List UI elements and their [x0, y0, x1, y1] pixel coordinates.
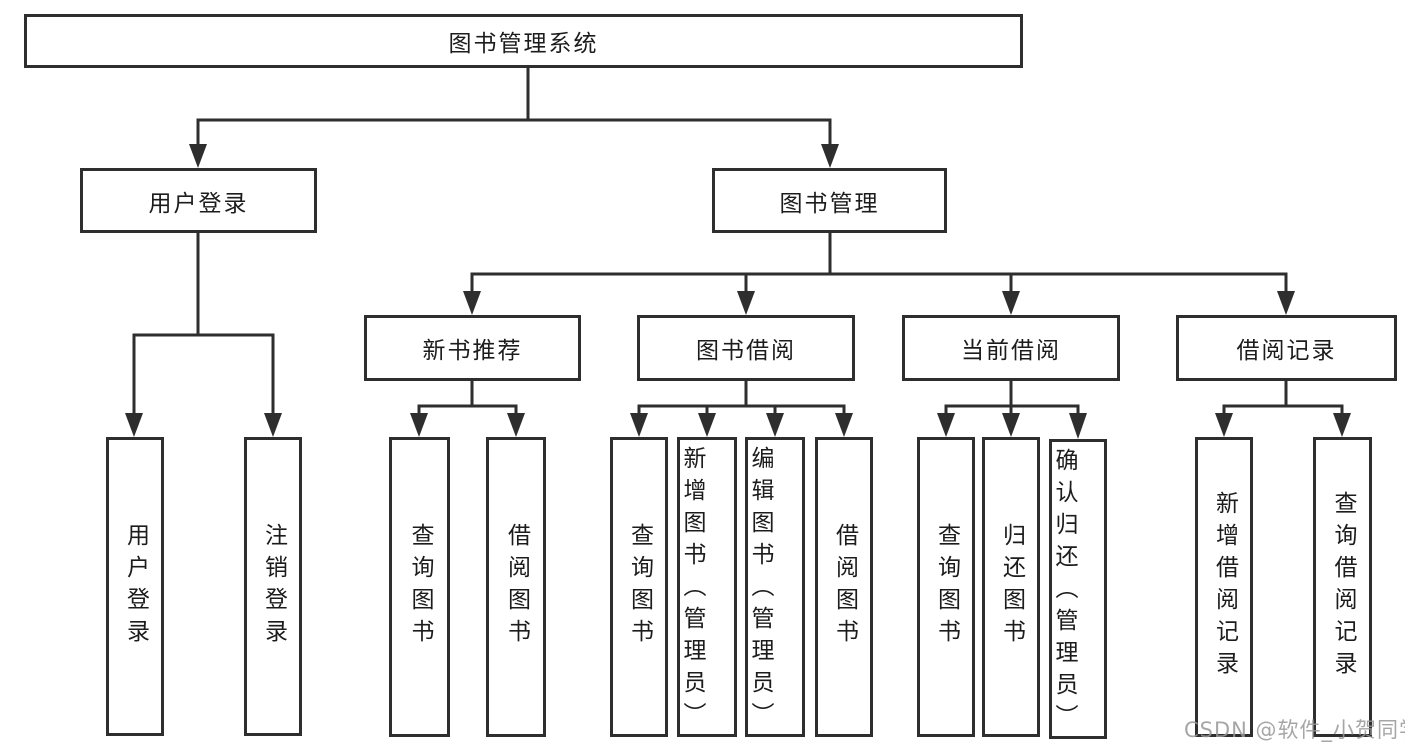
leaf-query-books-borrowing: 查询图书	[610, 437, 668, 737]
arrow-icon	[937, 413, 955, 437]
leaf-label: 归还图书	[998, 523, 1025, 651]
arrow-icon	[1333, 413, 1351, 437]
leaf-query-books-current: 查询图书	[917, 437, 975, 737]
leaf-query-borrow-record: 查询借阅记录	[1313, 437, 1372, 737]
leaf-query-books-recommend: 查询图书	[389, 437, 450, 737]
arrow-icon	[737, 291, 755, 315]
leaf-return-books: 归还图书	[982, 437, 1040, 737]
arrow-icon	[189, 144, 207, 168]
arrow-icon	[463, 291, 481, 315]
arrow-icon	[125, 413, 143, 437]
arrow-icon	[821, 144, 839, 168]
leaf-user-login: 用户登录	[106, 437, 164, 736]
arrow-icon	[264, 413, 282, 437]
leaf-label: 新增借阅记录	[1211, 491, 1238, 683]
leaf-label: 查询图书	[407, 523, 433, 651]
arrow-icon	[698, 413, 716, 437]
arrow-icon	[1069, 413, 1087, 439]
arrow-icon	[1002, 291, 1020, 315]
node-book-management: 图书管理	[712, 168, 947, 233]
node-borrowing-records: 借阅记录	[1176, 315, 1397, 381]
node-library-management-system: 图书管理系统	[24, 14, 1023, 68]
leaf-label: 编辑图书（管理员）	[747, 446, 773, 734]
leaf-label: 注销登录	[260, 522, 287, 651]
node-user-login: 用户登录	[80, 168, 317, 233]
arrow-icon	[630, 413, 648, 437]
arrow-icon	[1277, 291, 1295, 315]
leaf-label: 新增图书（管理员）	[679, 446, 705, 734]
arrow-icon	[507, 413, 525, 437]
leaf-label: 查询图书	[933, 523, 960, 651]
leaf-borrow-books-borrowing: 借阅图书	[815, 437, 873, 737]
leaf-label: 借阅图书	[831, 523, 858, 651]
node-book-borrowing: 图书借阅	[637, 315, 855, 381]
arrow-icon	[410, 413, 428, 437]
leaf-label: 用户登录	[122, 522, 149, 651]
leaf-logout: 注销登录	[244, 437, 302, 736]
arrow-icon	[766, 413, 784, 437]
csdn-watermark: CSDN @软件_小贺同学	[1184, 718, 1405, 742]
leaf-label: 查询借阅记录	[1330, 491, 1356, 683]
leaf-label: 查询图书	[626, 523, 653, 651]
leaf-label: 借阅图书	[503, 523, 530, 651]
leaf-add-book-admin: 新增图书（管理员）	[677, 437, 737, 737]
node-current-borrowing: 当前借阅	[902, 315, 1120, 381]
leaf-edit-book-admin: 编辑图书（管理员）	[745, 437, 805, 737]
arrowheads	[125, 144, 1351, 439]
leaf-confirm-return-admin: 确认归还（管理员）	[1049, 439, 1107, 739]
arrow-icon	[835, 413, 853, 437]
arrow-icon	[1215, 413, 1233, 437]
node-new-book-recommend: 新书推荐	[364, 315, 581, 381]
arrow-icon	[1002, 413, 1020, 437]
leaf-borrow-books-recommend: 借阅图书	[486, 437, 546, 737]
leaf-add-borrow-record: 新增借阅记录	[1195, 437, 1253, 737]
leaf-label: 确认归还（管理员）	[1051, 448, 1077, 736]
